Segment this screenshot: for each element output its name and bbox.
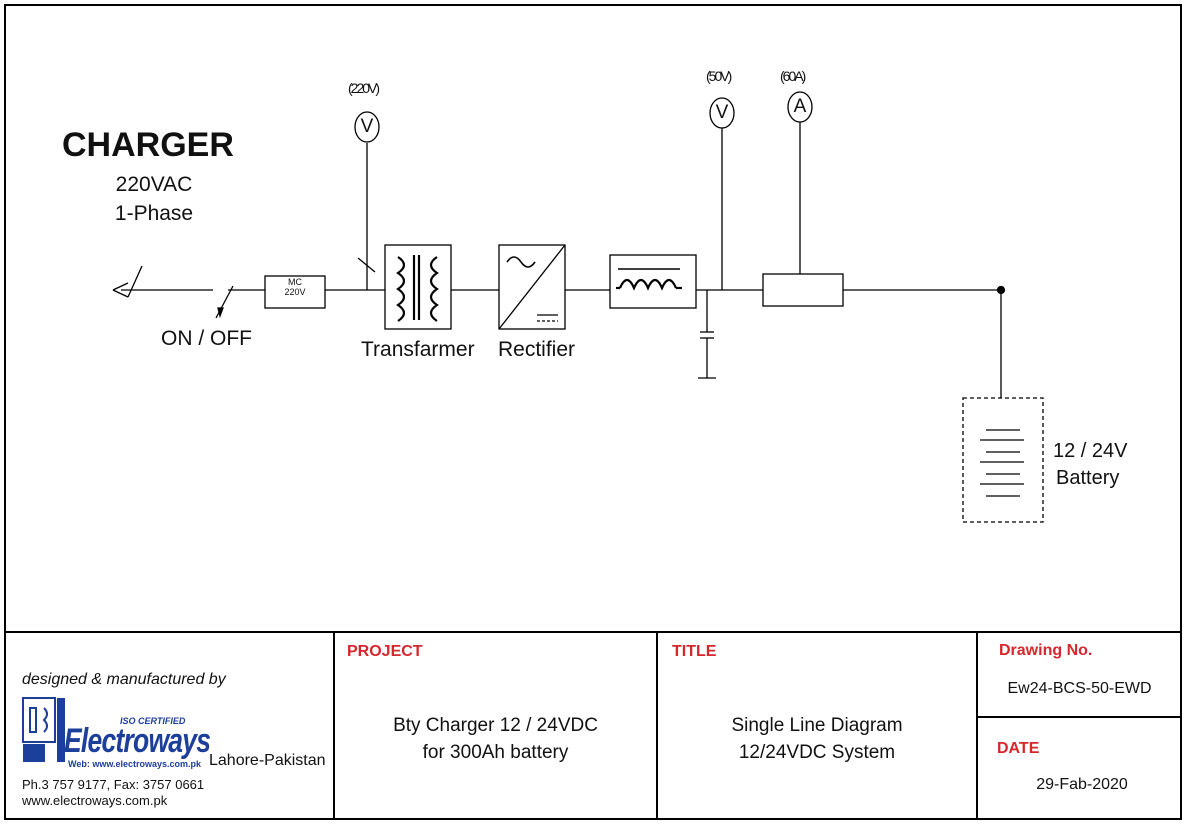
drawing-no-heading: Drawing No.	[999, 642, 1093, 659]
mc-box	[264, 275, 326, 309]
transformer-coil-icon	[396, 255, 439, 322]
title-line-1: Single Line Diagram	[731, 715, 903, 736]
capacitor-symbol	[698, 290, 716, 379]
meter1-value: (220V)	[348, 80, 380, 96]
switch-label: ON / OFF	[161, 327, 252, 350]
voltmeter-1-icon	[354, 111, 380, 143]
meter2-symbol: V	[715, 102, 729, 123]
meter3-value: (60A)	[780, 68, 806, 84]
charger-voltage: 220VAC	[115, 173, 193, 196]
charger-phase: 1-Phase	[114, 202, 194, 225]
meter3-symbol: A	[793, 96, 807, 117]
electroways-logo	[22, 697, 65, 762]
project-heading: PROJECT	[347, 643, 423, 660]
rectifier-label: Rectifier	[498, 338, 576, 361]
date-heading: DATE	[997, 740, 1040, 757]
date-value: 29-Fab-2020	[1036, 776, 1128, 793]
on-off-switch-symbol	[215, 285, 265, 319]
transformer-label: Transfarmer	[361, 338, 475, 361]
meter2-value: (50V)	[706, 68, 732, 84]
logo-iso: ISO CERTIFIED	[120, 716, 186, 726]
filter-choke-box	[609, 254, 697, 309]
drawing-number: Ew24-BCS-50-EWD	[1007, 680, 1152, 697]
phone: Ph.3 757 9177, Fax: 3757 0661	[22, 777, 205, 792]
project-line-1: Bty Charger 12 / 24VDC	[393, 715, 598, 736]
charger-title: CHARGER	[62, 126, 234, 164]
drawing-frame	[4, 4, 1182, 820]
project-line-2: for 300Ah battery	[422, 742, 569, 763]
website: www.electroways.com.pk	[22, 793, 168, 808]
voltmeter-2-icon	[709, 97, 735, 129]
ammeter-icon	[787, 91, 813, 123]
inductor-icon	[616, 268, 682, 291]
logo-name: Electroways	[64, 722, 211, 760]
rectifier-box	[498, 244, 566, 330]
shunt-box	[762, 273, 844, 307]
mc-label: MC 220V	[284, 277, 306, 297]
location: Lahore-Pakistan	[209, 752, 326, 769]
rectifier-icon	[498, 244, 566, 330]
battery-label-2: Battery	[1056, 467, 1120, 489]
designer-caption: designed & manufactured by	[22, 671, 226, 688]
meter1-symbol: V	[360, 116, 374, 137]
supply-connector-symbol	[112, 265, 213, 298]
logo-web: Web: www.electroways.com.pk	[68, 759, 202, 769]
battery-label-1: 12 / 24V	[1053, 440, 1128, 462]
battery-cells-icon	[980, 429, 1024, 497]
transformer-box	[384, 244, 452, 330]
title-heading: TITLE	[672, 643, 717, 660]
battery-box	[962, 397, 1044, 523]
title-line-2: 12/24VDC System	[738, 742, 896, 763]
